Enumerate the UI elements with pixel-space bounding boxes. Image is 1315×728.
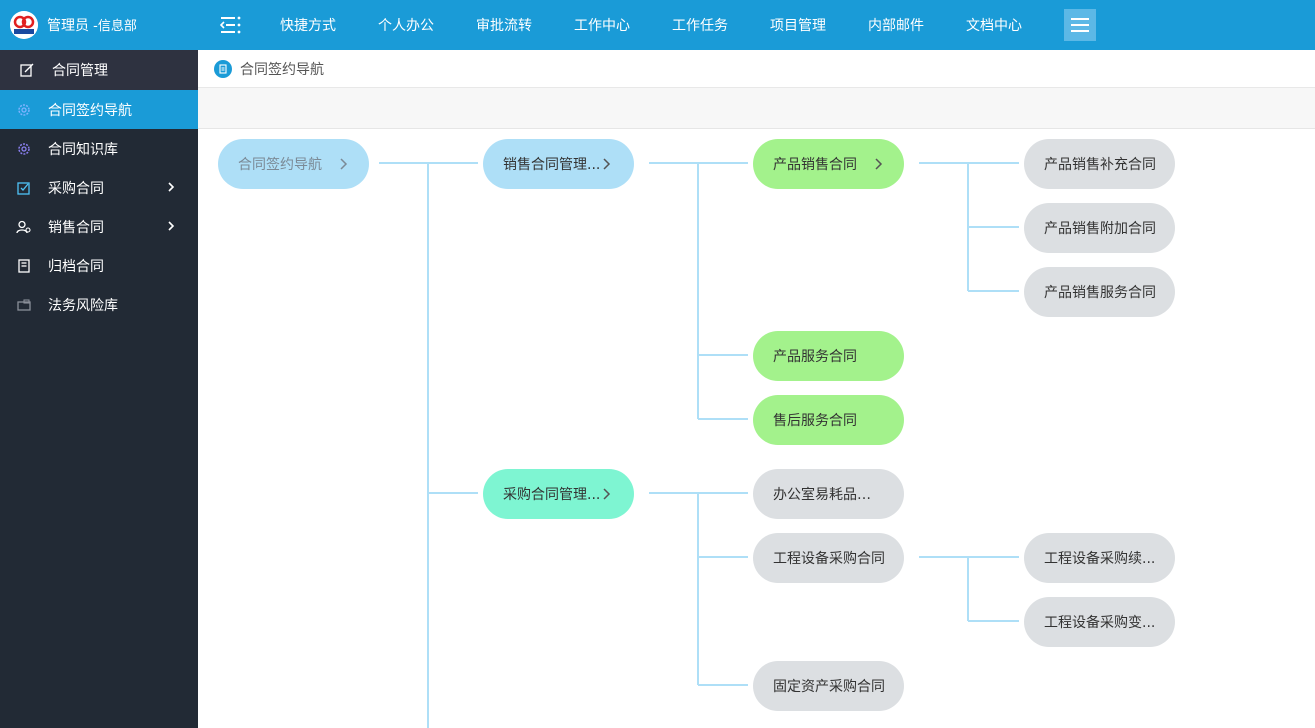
tree-node-product-sales[interactable]: 产品销售合同 [753,139,904,189]
tree-node-root[interactable]: 合同签约导航 [218,139,369,189]
chevron-right-icon [875,158,883,170]
gear-icon [16,141,32,157]
tree-node-product-service[interactable]: 产品服务合同 [753,331,904,381]
sidebar-item-archived-contract[interactable]: 归档合同 [0,246,198,285]
toolbar-band [198,88,1315,129]
sidebar-item-legal-risk[interactable]: 法务风险库 [0,285,198,324]
nav-approval-flow[interactable]: 审批流转 [476,18,532,34]
tree-node-purchase-group[interactable]: 采购合同管理... [483,469,634,519]
checklist-icon [16,180,32,196]
chevron-right-icon [168,182,175,192]
user-name: 管理员 [47,18,89,34]
current-user[interactable]: 管理员 -信息部 [47,15,137,35]
tree-node-equipment-change[interactable]: 工程设备采购变... [1024,597,1175,647]
tree-node-equipment-purchase[interactable]: 工程设备采购合同 [753,533,904,583]
contract-tree: 合同签约导航 销售合同管理... 采购合同管理... 产品销售合同 产品服务合同… [198,129,1315,728]
sidebar-item-purchase-contract[interactable]: 采购合同 [0,168,198,207]
edit-icon [20,62,36,78]
sidebar-item-knowledge-base[interactable]: 合同知识库 [0,129,198,168]
folder-icon [16,297,32,313]
archive-icon [16,258,32,274]
sidebar-item-label: 归档合同 [48,258,104,275]
user-search-icon [16,219,32,235]
sidebar-item-label: 合同知识库 [48,141,118,158]
nav-document-center[interactable]: 文档中心 [966,18,1022,34]
tree-node-equipment-renewal[interactable]: 工程设备采购续... [1024,533,1175,583]
breadcrumb-text: 合同签约导航 [240,61,324,78]
top-navigation: 快捷方式 个人办公 审批流转 工作中心 工作任务 项目管理 内部邮件 文档中心 [198,0,1315,50]
sidebar: 管理员 -信息部 合同管理 合同签约导航 合同知识库 采购合同 销售合同 [0,0,198,728]
company-logo [10,11,38,39]
nav-personal-office[interactable]: 个人办公 [378,18,434,34]
brand-bar: 管理员 -信息部 [0,0,198,50]
nav-shortcuts[interactable]: 快捷方式 [280,18,336,34]
tree-node-product-sales-supplement[interactable]: 产品销售补充合同 [1024,139,1175,189]
nav-internal-mail[interactable]: 内部邮件 [868,18,924,34]
tree-node-after-sales[interactable]: 售后服务合同 [753,395,904,445]
sidebar-item-label: 合同签约导航 [48,102,132,119]
more-menu-button[interactable] [1064,9,1096,41]
hamburger-icon [1071,18,1089,32]
tree-node-product-sales-service[interactable]: 产品销售服务合同 [1024,267,1175,317]
chevron-right-icon [603,488,611,500]
sidebar-section-header[interactable]: 合同管理 [0,50,198,90]
tree-node-sales-group[interactable]: 销售合同管理... [483,139,634,189]
sidebar-item-signing-nav[interactable]: 合同签约导航 [0,90,198,129]
sidebar-item-label: 销售合同 [48,219,104,236]
tree-connectors [379,162,1019,728]
sidebar-item-sales-contract[interactable]: 销售合同 [0,207,198,246]
user-department: -信息部 [89,19,137,34]
sidebar-section-label: 合同管理 [52,63,108,79]
breadcrumb: 合同签约导航 [198,50,1315,88]
nav-work-tasks[interactable]: 工作任务 [672,18,728,34]
tree-node-product-sales-additional[interactable]: 产品销售附加合同 [1024,203,1175,253]
tree-node-office-supplies[interactable]: 办公室易耗品采... [753,469,904,519]
document-icon [214,59,232,78]
chevron-right-icon [168,221,175,231]
nav-work-center[interactable]: 工作中心 [574,18,630,34]
sidebar-item-label: 采购合同 [48,180,104,197]
sidebar-item-label: 法务风险库 [48,297,118,314]
chevron-right-icon [340,158,348,170]
collapse-menu-icon[interactable] [220,15,242,35]
chevron-right-icon [603,158,611,170]
gear-icon [16,102,32,118]
tree-node-fixed-assets[interactable]: 固定资产采购合同 [753,661,904,711]
nav-project-management[interactable]: 项目管理 [770,18,826,34]
